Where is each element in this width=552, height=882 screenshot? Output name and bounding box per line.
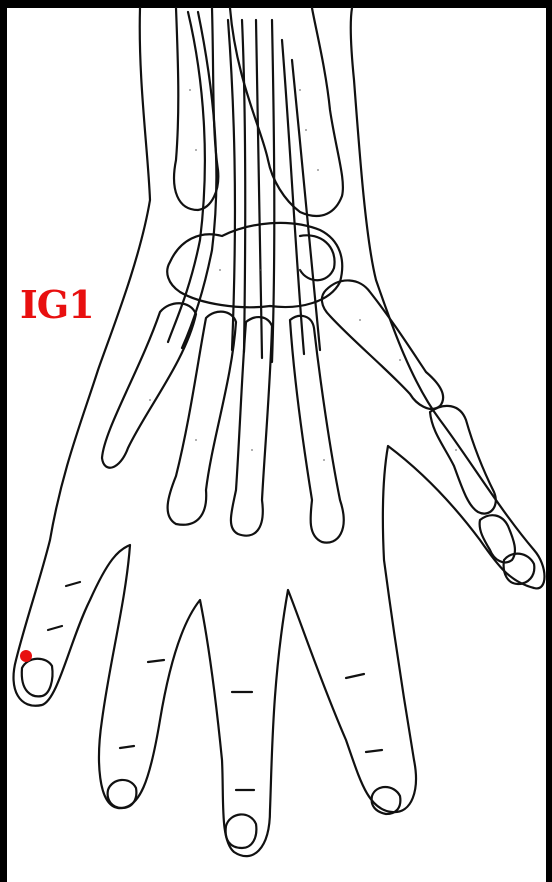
paper-background <box>7 0 546 882</box>
point-label: IG1 <box>20 282 94 327</box>
top-border <box>0 0 552 8</box>
acupoint-marker <box>20 650 32 662</box>
